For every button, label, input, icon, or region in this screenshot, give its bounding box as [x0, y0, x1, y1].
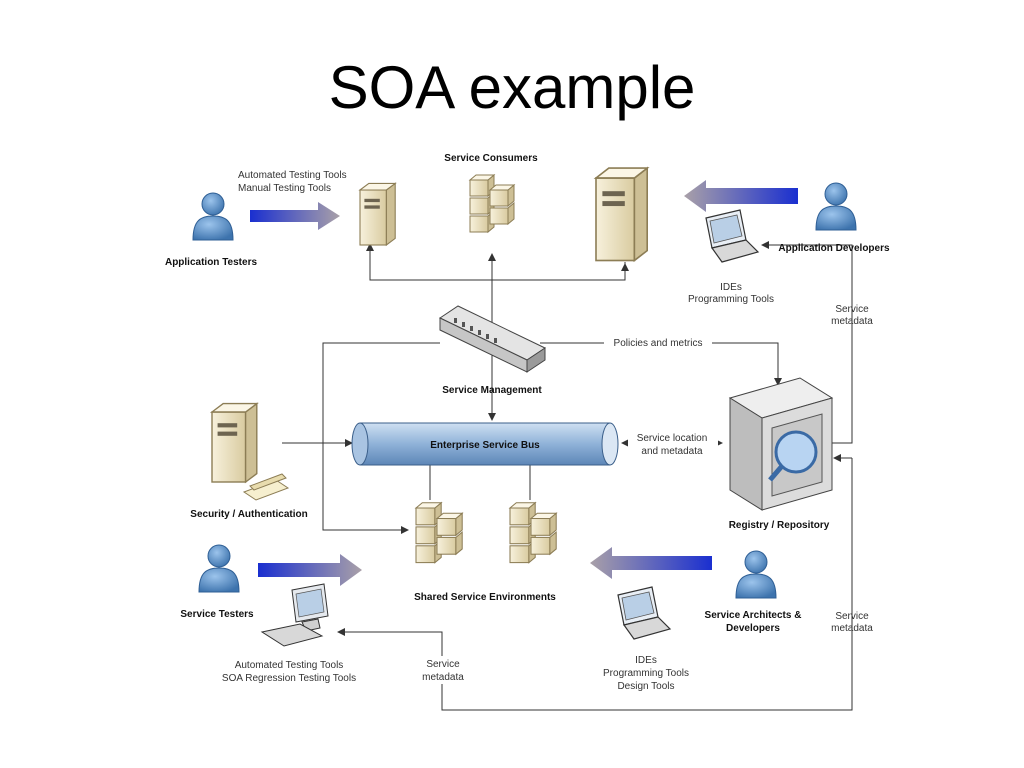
label-regression-tools-2: SOA Regression Testing Tools: [222, 673, 356, 684]
server-cluster-icon-env-left: [415, 502, 463, 564]
label-shared-service-environments: Shared Service Environments: [414, 592, 556, 603]
server-cluster-icon-consumers: [469, 174, 515, 233]
laptop-icon-top: [705, 209, 759, 263]
server-icon-developers: [595, 167, 649, 262]
label-service-architects-2: Developers: [726, 623, 780, 634]
keycard-icon: [242, 473, 290, 501]
label-service-metadata-bottom-1: Service: [426, 659, 460, 670]
label-regression-tools-1: Automated Testing Tools: [235, 660, 344, 671]
person-icon-application-testers: [192, 192, 234, 241]
label-service-architects-1: Service Architects &: [705, 610, 802, 621]
label-enterprise-service-bus: Enterprise Service Bus: [430, 440, 540, 451]
person-icon-service-architects: [735, 550, 777, 599]
label-registry-repository: Registry / Repository: [729, 520, 830, 531]
label-testing-tools-2: Manual Testing Tools: [238, 183, 331, 194]
server-icon-testing: [359, 182, 396, 246]
server-cluster-icon-env-right: [509, 502, 557, 564]
label-service-testers: Service Testers: [180, 609, 254, 620]
label-security-authentication: Security / Authentication: [190, 509, 307, 520]
label-application-testers: Application Testers: [165, 257, 257, 268]
label-ides-top-2: Programming Tools: [688, 294, 774, 305]
label-policies-and-metrics: Policies and metrics: [614, 338, 703, 349]
flow-arrow-developers: [684, 180, 798, 212]
flow-arrow-testers: [250, 202, 340, 230]
monitor-icon: [260, 583, 329, 647]
registry-icon: [728, 377, 834, 511]
label-service-metadata-right-2: metadata: [831, 316, 873, 327]
person-icon-application-developers: [815, 182, 857, 231]
label-service-location-2: and metadata: [641, 446, 703, 457]
label-service-metadata-bottom-right-2: metadata: [831, 623, 873, 634]
person-icon-service-testers: [198, 544, 240, 593]
label-ides-bottom-2: Programming Tools: [603, 668, 689, 679]
label-ides-bottom-1: IDEs: [635, 655, 657, 666]
label-service-consumers: Service Consumers: [444, 153, 538, 164]
label-service-location-1: Service location: [637, 433, 708, 444]
flow-arrow-architects: [590, 547, 712, 579]
label-application-developers: Application Developers: [778, 243, 890, 254]
enterprise-service-bus-pipe: [351, 422, 619, 466]
label-service-management: Service Management: [442, 385, 542, 396]
label-service-metadata-bottom-2: metadata: [422, 672, 464, 683]
switch-icon-service-management: [438, 305, 547, 373]
label-ides-bottom-3: Design Tools: [617, 681, 674, 692]
slide-title: SOA example: [328, 54, 696, 121]
label-testing-tools-1: Automated Testing Tools: [238, 170, 347, 181]
label-service-metadata-bottom-right-1: Service: [835, 611, 869, 622]
flow-arrow-service-testers: [258, 554, 362, 586]
laptop-icon-bottom: [617, 586, 671, 640]
label-ides-top-1: IDEs: [720, 282, 742, 293]
server-icon-security: [211, 402, 258, 483]
label-service-metadata-right-1: Service: [835, 304, 869, 315]
